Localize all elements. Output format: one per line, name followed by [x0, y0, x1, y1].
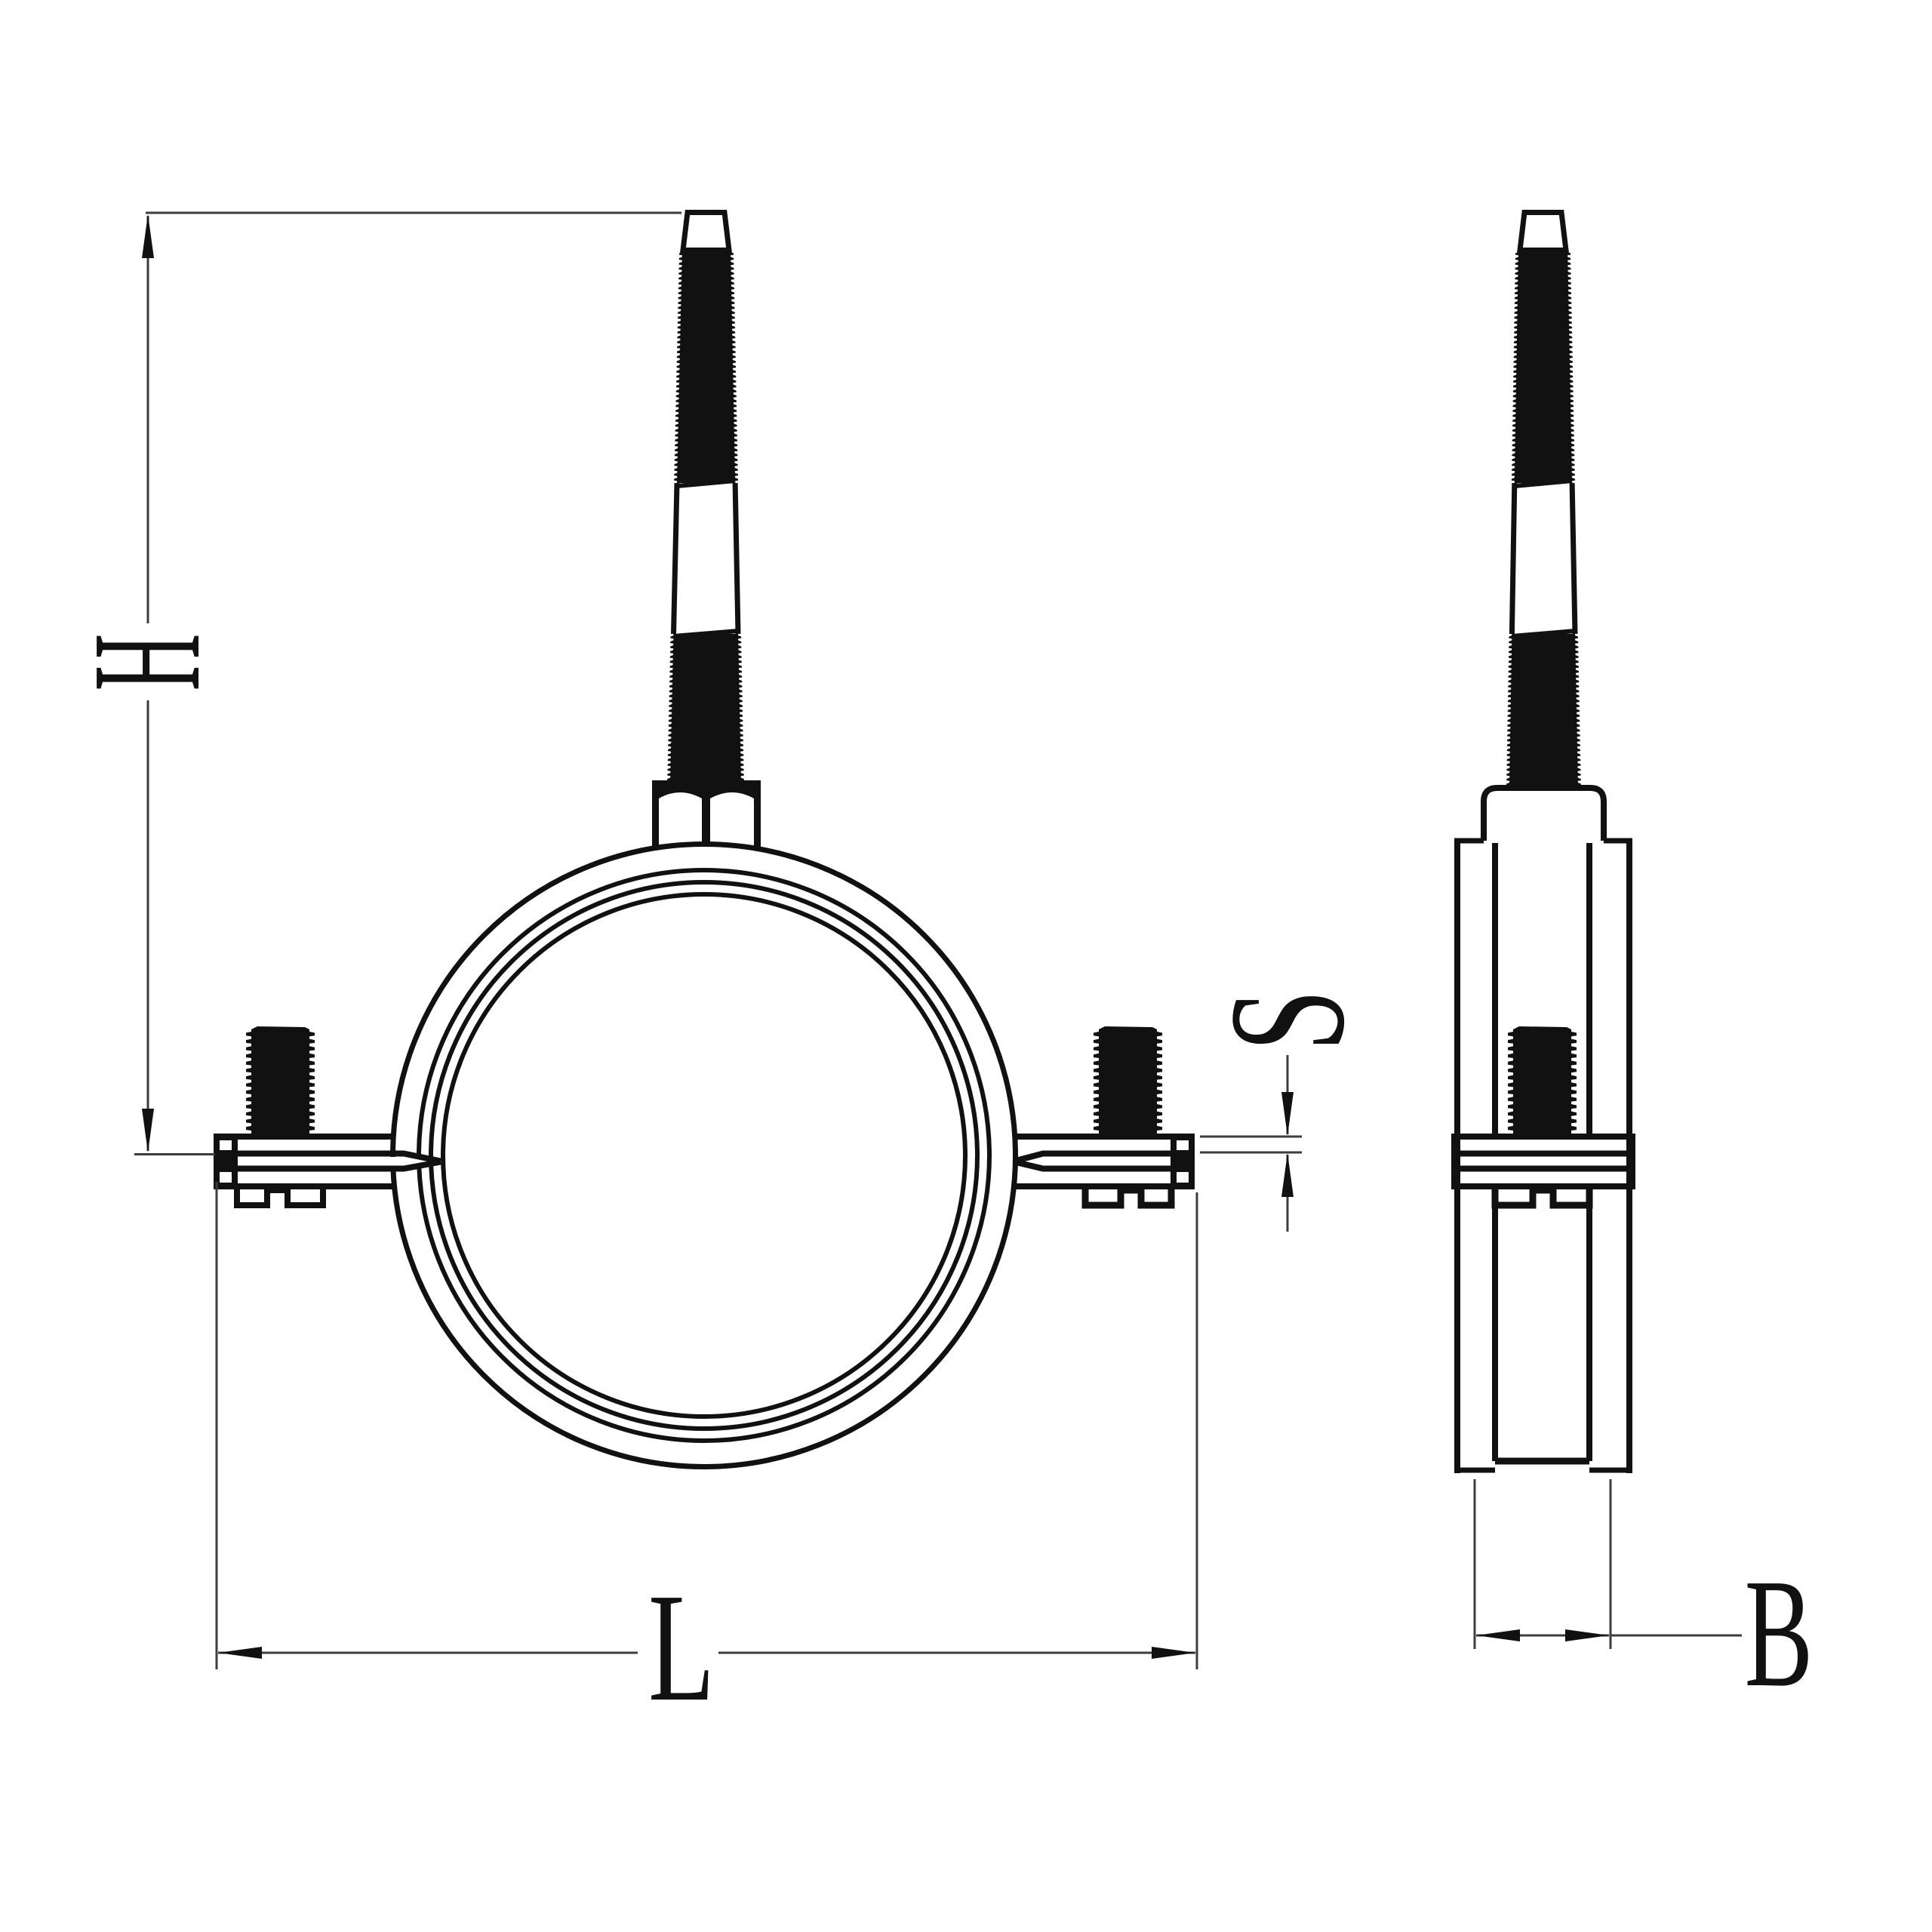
svg-text:L: L	[648, 1562, 715, 1734]
svg-text:S: S	[1195, 989, 1379, 1051]
svg-text:H: H	[60, 634, 232, 691]
svg-text:B: B	[1745, 1546, 1814, 1719]
